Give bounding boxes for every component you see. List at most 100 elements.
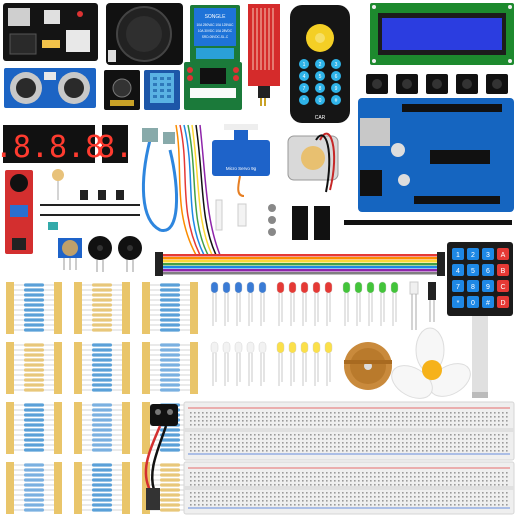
keypad-key: [452, 264, 464, 276]
keypad-key: [482, 248, 494, 260]
remote-key: [315, 95, 325, 105]
resistor-pack: [6, 462, 62, 514]
keypad-key: [482, 264, 494, 276]
keypad-key-label: A: [501, 252, 506, 259]
loose-components: [40, 169, 140, 230]
arduino-uno-board: [358, 98, 514, 212]
remote-key-label: 6: [335, 74, 338, 80]
ultrasonic-sensor: [4, 68, 96, 108]
keypad-key: [482, 296, 494, 308]
led: [378, 281, 387, 294]
resistor-pack: [6, 282, 62, 334]
keypad-key: [497, 296, 509, 308]
dc-motor: [287, 132, 339, 193]
led: [342, 281, 351, 294]
lcd-1602-display: [370, 3, 514, 65]
usb-cable: [142, 128, 178, 232]
remote-key: [331, 71, 341, 81]
keypad-key: [452, 280, 464, 292]
led: [276, 281, 285, 294]
remote-key-label: #: [335, 98, 338, 104]
keypad-key-label: 0: [471, 300, 475, 307]
remote-key-label: 9: [335, 86, 338, 92]
led: [234, 341, 243, 354]
jumper-wires: [175, 124, 221, 256]
keypad-key: [467, 264, 479, 276]
keypad-key: [482, 280, 494, 292]
remote-key: [315, 59, 325, 69]
led: [390, 281, 399, 294]
joystick-module: [106, 3, 183, 65]
remote-key-label: 4: [303, 74, 306, 80]
leds: [210, 281, 399, 386]
keypad-key: [497, 264, 509, 276]
keypad-key: [467, 296, 479, 308]
resistor-pack: [142, 282, 198, 334]
dht11-sensor: [144, 70, 180, 110]
led: [324, 281, 333, 294]
remote-key-label: 1: [303, 62, 306, 68]
single-seven-segment: 8.: [97, 125, 133, 165]
led: [312, 341, 321, 354]
remote-key: [299, 83, 309, 93]
remote-key-label: *: [303, 98, 305, 104]
remote-key-label: 2: [319, 62, 322, 68]
led: [300, 281, 309, 294]
resistor-pack: [74, 342, 130, 394]
remote-key: [331, 95, 341, 105]
keypad-key-label: 6: [486, 268, 490, 275]
ribbon-cable: [155, 252, 445, 276]
led: [222, 341, 231, 354]
resistor-pack: [74, 402, 130, 454]
remote-key-label: 0: [319, 98, 322, 104]
remote-key: [315, 71, 325, 81]
remote-key: [331, 83, 341, 93]
led: [288, 341, 297, 354]
resistor-pack: [74, 282, 130, 334]
keypad-key-label: 1: [456, 252, 460, 259]
remote-key-label: 8: [319, 86, 322, 92]
led: [288, 281, 297, 294]
led: [210, 341, 219, 354]
resistor-pack: [142, 342, 198, 394]
led: [234, 281, 243, 294]
battery-clip: [144, 404, 178, 510]
relay-spec-1: 10A 250VAC 10A 125VAC: [197, 23, 235, 27]
keypad-key-label: D: [500, 300, 505, 307]
resistor-pack: [6, 402, 62, 454]
keypad-key-label: 5: [471, 268, 475, 275]
led: [210, 281, 219, 294]
keypad-key-label: C: [500, 284, 505, 291]
remote-key: [315, 83, 325, 93]
micro-servo: Micro Servo 9g: [212, 124, 270, 197]
keypad-key-label: 9: [486, 284, 490, 291]
remote-key-label: 3: [335, 62, 338, 68]
keypad-key: [452, 248, 464, 260]
led: [276, 341, 285, 354]
keypad-key-label: 8: [471, 284, 475, 291]
led: [312, 281, 321, 294]
resistor-pack: [74, 462, 130, 514]
relay-spec-3: SRD-05VDC-SL-C: [202, 35, 229, 39]
seg4-digits: 8.8.8.8.: [0, 130, 121, 165]
led: [258, 281, 267, 294]
keypad-key: [467, 280, 479, 292]
resistor-pack: [6, 342, 62, 394]
buzzers: [88, 236, 142, 272]
led: [300, 341, 309, 354]
sound-sensor-module: [104, 70, 140, 110]
fan-propeller: [391, 327, 471, 399]
breadboard-top: [183, 401, 515, 461]
remote-key-label: 7: [303, 86, 306, 92]
keypad-key-label: 3: [486, 252, 490, 259]
push-buttons: [366, 74, 508, 94]
keypad-key-label: #: [486, 300, 490, 307]
servo-label: Micro Servo 9g: [226, 166, 257, 171]
keypad-key: [452, 296, 464, 308]
keypad-key: [497, 248, 509, 260]
led: [246, 281, 255, 294]
keypad-key-label: 7: [456, 284, 460, 291]
